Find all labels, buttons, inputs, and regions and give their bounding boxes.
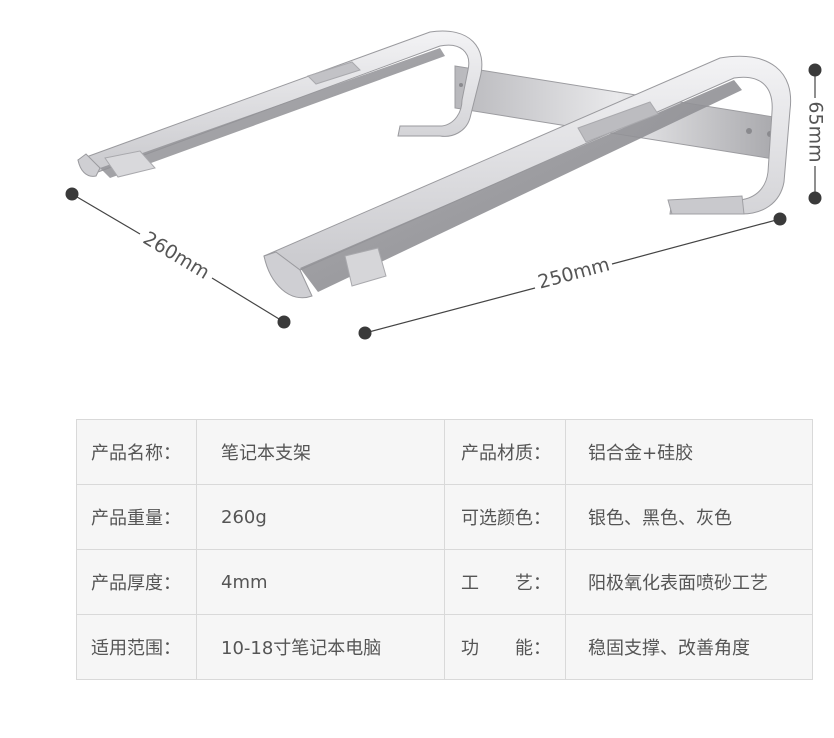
depth-end-dot	[277, 315, 291, 329]
spec-label: 产品重量：	[76, 484, 197, 550]
spec-value: 10-18寸笔记本电脑	[196, 614, 445, 680]
spec-label: 功 能：	[444, 614, 566, 680]
spec-row: 产品厚度： 4mm 工 艺： 阳极氧化表面喷砂工艺	[76, 549, 813, 615]
width-end-dot	[773, 212, 787, 226]
height-bottom-dot	[808, 191, 822, 205]
spec-label: 产品名称：	[76, 419, 197, 485]
spec-value: 笔记本支架	[196, 419, 445, 485]
laptop-stand-illustration	[77, 30, 792, 299]
height-label: 65mm	[805, 101, 827, 162]
spec-row: 产品名称： 笔记本支架 产品材质： 铝合金+硅胶	[76, 419, 813, 485]
spec-row: 适用范围： 10-18寸笔记本电脑 功 能： 稳固支撑、改善角度	[76, 614, 813, 680]
depth-label: 260mm	[139, 227, 213, 284]
spec-label: 产品厚度：	[76, 549, 197, 615]
width-start-dot	[358, 326, 372, 340]
spec-value: 银色、黑色、灰色	[565, 484, 813, 550]
spec-value: 稳固支撑、改善角度	[565, 614, 813, 680]
spec-label: 适用范围：	[76, 614, 197, 680]
back-arm	[77, 30, 483, 178]
spec-table: 产品名称： 笔记本支架 产品材质： 铝合金+硅胶 产品重量： 260g 可选颜色…	[76, 419, 813, 680]
depth-start-dot	[65, 187, 79, 201]
dimension-lines	[71, 70, 816, 334]
product-dimension-figure: 260mm 250mm 65mm	[65, 30, 827, 340]
height-top-dot	[808, 63, 822, 77]
spec-value: 铝合金+硅胶	[565, 419, 813, 485]
spec-label: 可选颜色：	[444, 484, 566, 550]
spec-label: 工 艺：	[444, 549, 566, 615]
spec-label: 产品材质：	[444, 419, 566, 485]
spec-value: 阳极氧化表面喷砂工艺	[565, 549, 813, 615]
spec-value: 4mm	[196, 549, 445, 615]
spec-row: 产品重量： 260g 可选颜色： 银色、黑色、灰色	[76, 484, 813, 550]
front-arm	[263, 55, 792, 299]
spec-value: 260g	[196, 484, 445, 550]
width-label: 250mm	[536, 253, 612, 293]
